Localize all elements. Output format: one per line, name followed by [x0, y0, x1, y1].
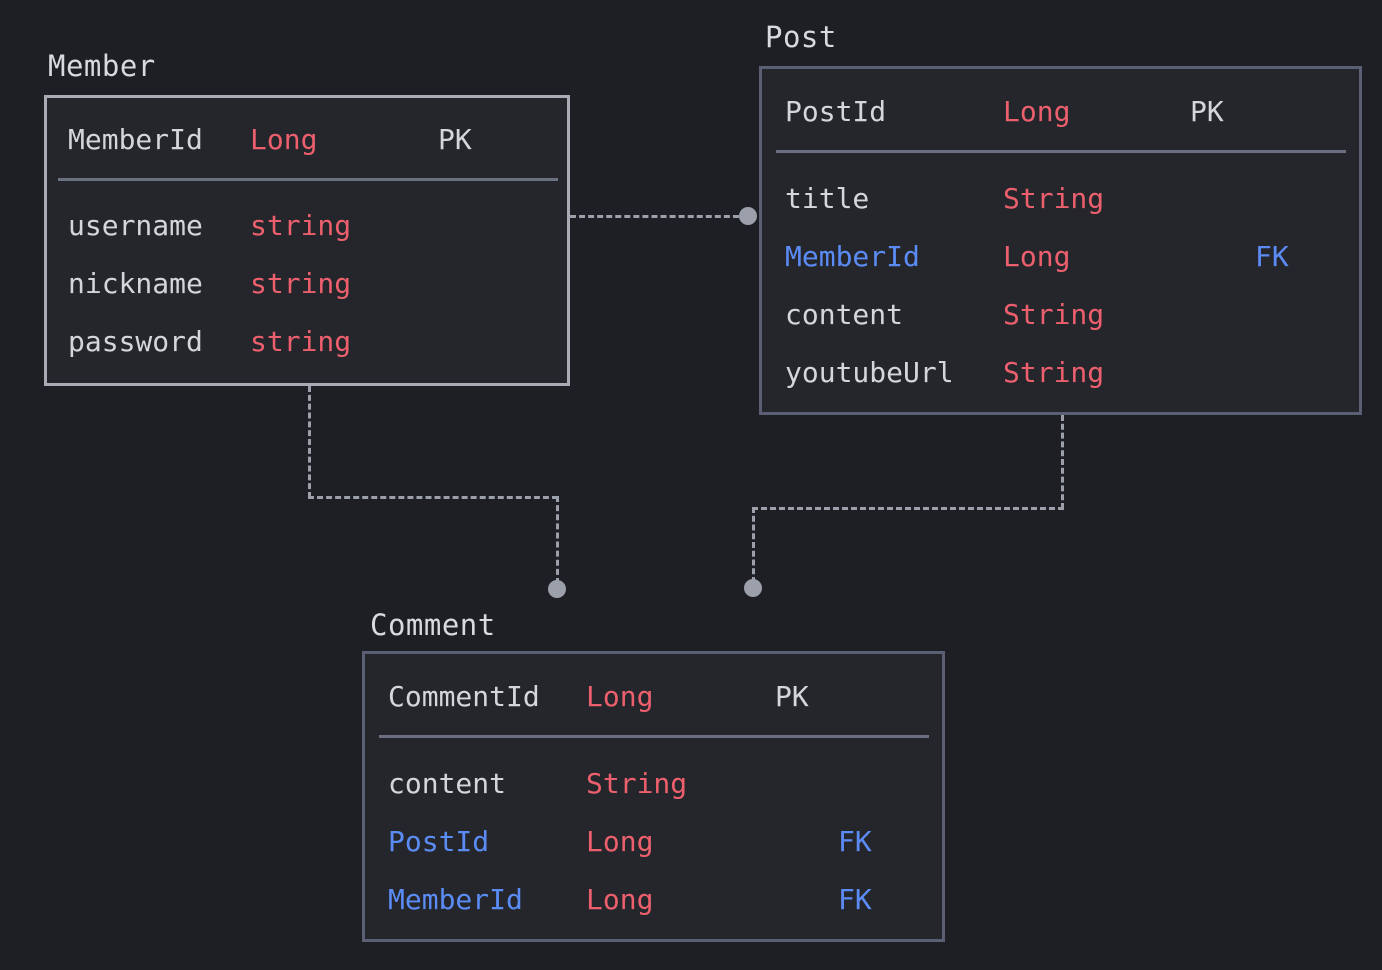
field-name: username — [68, 209, 203, 242]
field-type: Long — [1003, 95, 1071, 128]
field-key-badge: FK — [838, 883, 872, 916]
relationship-post-comment-segment-down — [1061, 415, 1064, 509]
field-key-badge: PK — [1190, 95, 1224, 128]
entity-title-comment: Comment — [370, 608, 496, 642]
entity-title-member: Member — [48, 49, 156, 83]
field-type: Long — [250, 123, 318, 156]
field-type: Long — [586, 680, 654, 713]
field-type: Long — [586, 825, 654, 858]
relationship-member-post — [570, 215, 748, 218]
relationship-endpoint-dot — [744, 579, 762, 597]
table-row: MemberId Long FK — [365, 880, 942, 920]
field-name: title — [785, 182, 870, 215]
relationship-post-comment-segment-drop — [752, 507, 755, 583]
field-name: CommentId — [388, 680, 540, 713]
field-type: string — [250, 267, 352, 300]
table-row: PostId Long PK — [762, 92, 1359, 132]
relationship-member-comment-segment-across — [308, 496, 558, 499]
table-row: MemberId Long FK — [762, 237, 1359, 277]
table-row: content String — [365, 764, 942, 804]
field-key-badge: FK — [838, 825, 872, 858]
field-name: content — [388, 767, 507, 800]
relationship-member-comment-segment-down — [308, 386, 311, 498]
field-type: String — [586, 767, 688, 800]
entity-box-comment[interactable]: CommentId Long PK content String PostId … — [362, 651, 945, 942]
relationship-endpoint-dot — [739, 207, 757, 225]
field-key-badge: PK — [438, 123, 472, 156]
table-row: content String — [762, 295, 1359, 335]
field-name: MemberId — [785, 240, 920, 273]
table-row: youtubeUrl String — [762, 353, 1359, 393]
field-name: MemberId — [68, 123, 203, 156]
field-name: youtubeUrl — [785, 356, 954, 389]
field-type: string — [250, 325, 352, 358]
table-row: username string — [47, 206, 567, 246]
field-name: PostId — [388, 825, 490, 858]
field-type: String — [1003, 298, 1105, 331]
field-type: String — [1003, 356, 1105, 389]
relationship-post-comment-segment-across — [752, 507, 1064, 510]
table-row: CommentId Long PK — [365, 677, 942, 717]
pk-separator — [58, 178, 558, 181]
field-name: content — [785, 298, 904, 331]
relationship-member-comment-segment-drop — [556, 496, 559, 584]
table-row: title String — [762, 179, 1359, 219]
entity-title-post: Post — [765, 20, 837, 54]
field-name: MemberId — [388, 883, 523, 916]
field-key-badge: PK — [775, 680, 809, 713]
table-row: MemberId Long PK — [47, 120, 567, 160]
field-type: Long — [1003, 240, 1071, 273]
field-type: String — [1003, 182, 1105, 215]
field-key-badge: FK — [1255, 240, 1289, 273]
table-row: PostId Long FK — [365, 822, 942, 862]
entity-box-member[interactable]: MemberId Long PK username string nicknam… — [44, 95, 570, 386]
field-name: password — [68, 325, 203, 358]
table-row: nickname string — [47, 264, 567, 304]
pk-separator — [776, 150, 1346, 153]
field-type: string — [250, 209, 352, 242]
relationship-endpoint-dot — [548, 580, 566, 598]
table-row: password string — [47, 322, 567, 362]
field-type: Long — [586, 883, 654, 916]
pk-separator — [379, 735, 929, 738]
field-name: nickname — [68, 267, 203, 300]
field-name: PostId — [785, 95, 887, 128]
entity-box-post[interactable]: PostId Long PK title String MemberId Lon… — [759, 66, 1362, 415]
